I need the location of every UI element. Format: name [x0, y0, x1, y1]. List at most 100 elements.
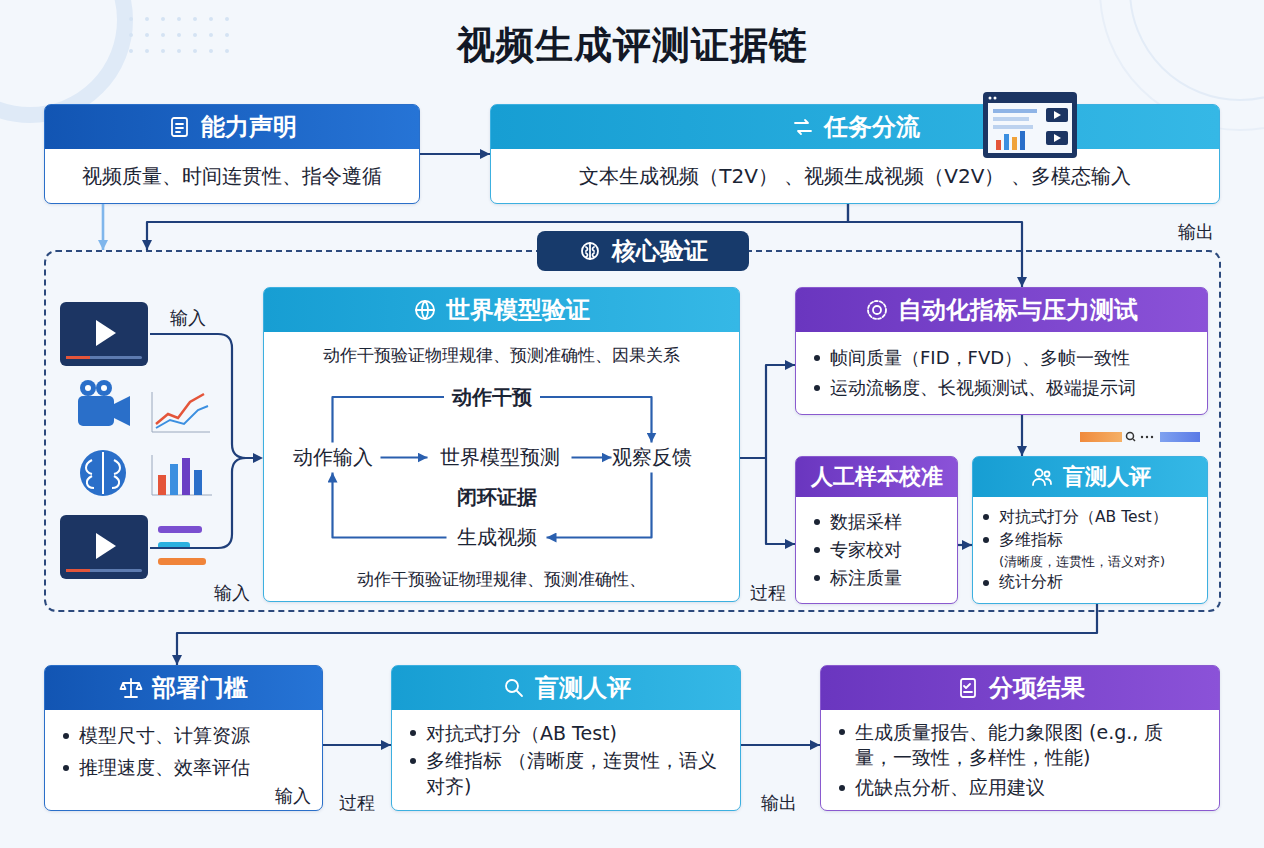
bullet-row: 优缺点分析、应用建议 — [839, 775, 1201, 801]
diagram-title: 视频生成评测证据链 — [0, 20, 1264, 71]
bullet-dot — [839, 729, 845, 735]
box-body: 对抗式打分（AB Test）多维指标 (清晰度，连贯性，语义对齐)统计分析 — [973, 497, 1207, 603]
loop-step: 生成视频 — [447, 523, 547, 553]
box-heading: 世界模型验证 — [446, 294, 590, 326]
process-box: 世界模型验证动作干预验证物理规律、预测准确性、因果关系动作干预验证物理规律、预测… — [263, 287, 740, 602]
connector-arrow — [102, 204, 105, 250]
loop-step: 世界模型预测 — [428, 443, 572, 473]
box-heading: 盲测人评 — [1063, 462, 1151, 492]
bullet-row: 多维指标 — [983, 530, 1197, 551]
body-text: 推理速度、效率评估 — [79, 755, 304, 781]
body-text: 标注质量 — [830, 566, 939, 590]
connector-arrow — [323, 744, 391, 746]
header-icon — [1030, 465, 1054, 489]
process-box: 能力声明视频质量、时间连贯性、指令遵循 — [44, 104, 420, 204]
bullet-row: 运动流畅度、长视频测试、极端提示词 — [814, 376, 1189, 400]
bullet-row: 模型尺寸、计算资源 — [63, 723, 304, 749]
body-text: 动作干预验证物理规律、预测准确性、 — [264, 568, 739, 591]
box-body: 帧间质量（FID，FVD）、多帧一致性运动流畅度、长视频测试、极端提示词 — [796, 332, 1207, 414]
edge-label: 过程 — [750, 581, 786, 605]
free-label: 输入 — [170, 306, 206, 330]
connector-arrow — [740, 365, 795, 458]
body-text: 生成质量报告、能力象限图 (e.g., 质量，一致性，多样性，性能) — [855, 720, 1201, 771]
bullet-row: 专家校对 — [814, 538, 939, 562]
connector-arrow — [848, 204, 1022, 287]
body-text: 视频质量、时间连贯性、指令遵循 — [55, 163, 409, 190]
box-heading: 能力声明 — [201, 111, 297, 143]
box-header: 部署门槛 — [45, 666, 322, 710]
header-icon — [791, 115, 815, 139]
body-text: (清晰度，连贯性，语义对齐) — [983, 553, 1197, 571]
header-icon — [168, 115, 192, 139]
box-heading: 部署门槛 — [152, 672, 248, 704]
body-text: 多维指标 （清晰度，连贯性，语义对齐) — [426, 748, 722, 799]
bullet-dot — [814, 355, 820, 361]
process-box: 盲测人评对抗式打分（AB Test）多维指标 (清晰度，连贯性，语义对齐)统计分析 — [972, 456, 1208, 604]
body-text: 数据采样 — [830, 510, 939, 534]
connector-arrow — [177, 604, 1097, 665]
free-label: 闭环证据 — [457, 484, 537, 511]
bullet-row: 帧间质量（FID，FVD）、多帧一致性 — [814, 346, 1189, 370]
bullet-row: 对抗式打分（AB Test） — [983, 507, 1197, 528]
dashed-region: 核心验证世界模型验证动作干预验证物理规律、预测准确性、因果关系动作干预验证物理规… — [44, 250, 1221, 612]
header-icon — [413, 298, 437, 322]
loop-step: 动作输入 — [285, 443, 381, 473]
body-text: 动作干预验证物理规律、预测准确性、因果关系 — [264, 344, 739, 367]
box-header: 任务分流 — [491, 105, 1219, 149]
header-icon — [578, 239, 602, 263]
bullet-row: 数据采样 — [814, 510, 939, 534]
free-label: 输入 — [275, 784, 311, 808]
process-box: 自动化指标与压力测试帧间质量（FID，FVD）、多帧一致性运动流畅度、长视频测试… — [795, 287, 1208, 415]
connector-arrow — [958, 544, 972, 546]
header-icon — [956, 676, 980, 700]
bullet-row: 标注质量 — [814, 566, 939, 590]
edge-label: 输出 — [761, 791, 797, 815]
box-header: 盲测人评 — [392, 666, 740, 710]
bullet-dot — [410, 730, 416, 736]
bullet-row: 多维指标 （清晰度，连贯性，语义对齐) — [410, 748, 722, 799]
process-box: 分项结果生成质量报告、能力象限图 (e.g., 质量，一致性，多样性，性能) 优缺… — [820, 665, 1220, 811]
region-title: 核心验证 — [612, 235, 708, 267]
connector-arrow — [740, 458, 795, 544]
body-text: 对抗式打分（AB Test) — [426, 721, 722, 747]
box-header: 自动化指标与压力测试 — [796, 288, 1207, 332]
bullet-row: 统计分析 — [983, 572, 1197, 593]
process-box: 人工样本校准数据采样专家校对标注质量 — [795, 456, 958, 604]
connector-arrow — [1021, 415, 1023, 456]
body-text: 帧间质量（FID，FVD）、多帧一致性 — [830, 346, 1189, 370]
bullet-row: 对抗式打分（AB Test) — [410, 721, 722, 747]
region-title-pill: 核心验证 — [537, 231, 749, 271]
box-body: 对抗式打分（AB Test)多维指标 （清晰度，连贯性，语义对齐) — [392, 710, 740, 810]
connector-arrow — [420, 153, 490, 155]
edge-label: 动作干预 — [444, 384, 540, 411]
step-text: 观察反馈 — [612, 444, 692, 471]
step-text: 世界模型预测 — [440, 444, 560, 471]
box-heading: 任务分流 — [824, 111, 920, 143]
bullet-dot — [410, 758, 416, 764]
body-text: 对抗式打分（AB Test） — [999, 507, 1197, 528]
box-header: 能力声明 — [45, 105, 419, 149]
bullet-row: 推理速度、效率评估 — [63, 755, 304, 781]
bullet-row: 生成质量报告、能力象限图 (e.g., 质量，一致性，多样性，性能) — [839, 720, 1201, 771]
bullet-dot — [63, 765, 69, 771]
free-label: 输出 — [1178, 220, 1214, 244]
header-icon — [502, 676, 526, 700]
header-icon — [865, 298, 889, 322]
box-body: 视频质量、时间连贯性、指令遵循 — [45, 149, 419, 203]
box-body: 文本生成视频（T2V） 、视频生成视频（V2V） 、多模态输入 — [491, 149, 1219, 203]
box-body: 生成质量报告、能力象限图 (e.g., 质量，一致性，多样性，性能) 优缺点分析、… — [821, 710, 1219, 810]
box-heading: 盲测人评 — [535, 672, 631, 704]
body-text: 专家校对 — [830, 538, 939, 562]
process-box: 盲测人评对抗式打分（AB Test)多维指标 （清晰度，连贯性，语义对齐) — [391, 665, 741, 811]
box-header: 世界模型验证 — [264, 288, 739, 332]
body-text: 模型尺寸、计算资源 — [79, 723, 304, 749]
box-header: 分项结果 — [821, 666, 1219, 710]
box-header: 盲测人评 — [973, 457, 1207, 497]
bullet-dot — [814, 385, 820, 391]
edge-label: 过程 — [339, 791, 375, 815]
box-heading: 分项结果 — [989, 672, 1085, 704]
free-label: 输入 — [214, 581, 250, 605]
bullet-dot — [814, 519, 820, 525]
step-text: 生成视频 — [457, 524, 537, 551]
